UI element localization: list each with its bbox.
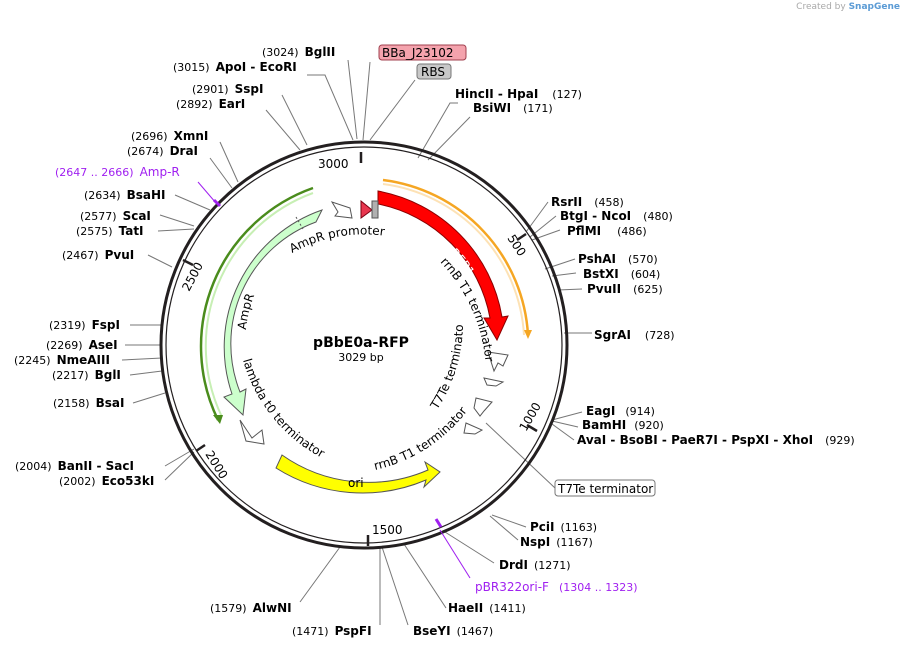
enzyme-nmeaiii[interactable]: (2245)NmeAIII — [14, 353, 110, 367]
enzyme-sgrai[interactable]: SgrAI(728) — [594, 328, 675, 342]
bba-j23102-label: BBa_J23102 — [382, 46, 454, 60]
enzyme-apoi[interactable]: (3015)ApoI - EcoRI — [173, 60, 297, 74]
ori-label: ori — [348, 476, 364, 490]
credit-prefix: Created by — [796, 2, 846, 12]
enzyme-pflmi[interactable]: PflMI(486) — [567, 224, 647, 238]
enzyme-pspfi[interactable]: (1471)PspFI — [292, 624, 372, 638]
enzyme-haeii[interactable]: HaeII(1411) — [448, 601, 526, 615]
t7te-terminator-box[interactable] — [554, 479, 656, 497]
enzyme-avai[interactable]: AvaI - BsoBI - PaeR7I - PspXI - XhoI(929… — [577, 433, 855, 447]
enzyme-bgli[interactable]: (2217)BglI — [52, 368, 121, 382]
ampr-orf-arc — [199, 186, 314, 421]
snapgene-credit: Created by SnapGene — [796, 2, 900, 12]
enzyme-bsahi[interactable]: (2634)BsaHI — [84, 188, 165, 202]
t7te-small-feature[interactable] — [463, 422, 484, 435]
lambda-t0-terminator-feature[interactable] — [239, 419, 265, 445]
bba-j23102-box[interactable] — [378, 44, 467, 61]
enzyme-tati[interactable]: (2575)TatI — [76, 224, 144, 238]
enzyme-eagi[interactable]: EagI(914) — [586, 404, 655, 418]
tick-label-1000: 1000 — [516, 400, 543, 433]
enzyme-fspi[interactable]: (2319)FspI — [49, 318, 120, 332]
mrfp1-orf-arrowhead — [524, 330, 532, 339]
enzyme-sspi[interactable]: (2901)SspI — [192, 82, 263, 96]
enzyme-bglii-3024[interactable]: (3024)BglII — [262, 45, 335, 59]
plasmid-name: pBbE0a-RFP — [313, 335, 409, 351]
tick-label-3000: 3000 — [318, 157, 349, 171]
enzyme-bseyi[interactable]: BseYI(1467) — [413, 624, 493, 638]
rrnb-t1-terminator-2-feature[interactable] — [473, 397, 493, 417]
enzyme-leader-lines — [121, 59, 592, 626]
amp-r-primer-marker[interactable] — [212, 198, 222, 208]
enzyme-btgi[interactable]: BtgI - NcoI(480) — [560, 209, 673, 223]
ampr-orf-arc-shadow — [204, 192, 314, 418]
enzyme-pvuii[interactable]: PvuII(625) — [587, 282, 663, 296]
pbr322ori-f-primer-marker[interactable] — [434, 518, 443, 528]
tick-label-1500: 1500 — [372, 523, 403, 537]
enzyme-bamhi[interactable]: BamHI(920) — [582, 418, 664, 432]
rbs-box[interactable] — [416, 63, 452, 80]
ori-feature[interactable] — [275, 454, 441, 494]
backbone-inner — [165, 146, 563, 544]
enzyme-drai[interactable]: (2674)DraI — [127, 144, 198, 158]
enzyme-banii[interactable]: (2004)BanII - SacI — [15, 459, 134, 473]
mrfp1-feature[interactable] — [377, 190, 509, 342]
enzyme-drdi[interactable]: DrdI(1271) — [499, 558, 571, 572]
bba-j23102-feature[interactable] — [360, 199, 373, 219]
pbr322ori-f-primer-leader — [439, 529, 471, 579]
rrnb-t1-terminator-1-feature[interactable] — [487, 351, 509, 373]
plasmid-length: 3029 bp — [338, 351, 383, 364]
enzyme-nspi[interactable]: NspI(1167) — [520, 535, 593, 549]
enzyme-bsai[interactable]: (2158)BsaI — [53, 396, 124, 410]
mrfp1-orf-arc — [382, 178, 530, 336]
amp-r-primer-leader — [197, 181, 217, 204]
enzyme-pvui[interactable]: (2467)PvuI — [62, 248, 134, 262]
tick-marks — [182, 152, 538, 546]
rbs-feature[interactable] — [371, 200, 379, 219]
t7te-terminator-feature[interactable] — [483, 377, 505, 387]
enzyme-pcii[interactable]: PciI(1163) — [530, 520, 597, 534]
snapgene-logo: SnapGene — [848, 2, 900, 12]
enzyme-bstxi[interactable]: BstXI(604) — [583, 267, 660, 281]
enzyme-bsiwi[interactable]: BsiWI(171) — [473, 101, 553, 115]
enzyme-eari[interactable]: (2892)EarI — [176, 97, 245, 111]
lambda-t0-terminator-label: lambda t0 terminator — [240, 357, 327, 461]
t7te-terminator-box-label: T7Te terminator — [557, 482, 653, 496]
primer-amp-r[interactable]: (2647 .. 2666)Amp-R — [55, 165, 180, 179]
ampr-promoter-feature[interactable] — [330, 201, 353, 219]
enzyme-rsrii[interactable]: RsrII(458) — [551, 195, 624, 209]
enzyme-scai[interactable]: (2577)ScaI — [80, 209, 151, 223]
enzyme-eco53ki[interactable]: (2002)Eco53kI — [59, 474, 154, 488]
rrnb-t1-terminator-2-label: rrnB T1 terminator — [372, 404, 469, 473]
enzyme-xmni[interactable]: (2696)XmnI — [131, 129, 208, 143]
ampr-feature[interactable] — [223, 209, 323, 417]
enzyme-hincii[interactable]: HincII - HpaI(127) — [455, 87, 582, 101]
backbone-outer — [159, 140, 569, 550]
primer-pbr322ori-f[interactable]: pBR322ori-F(1304 .. 1323) — [475, 580, 638, 594]
rbs-box-label: RBS — [421, 65, 445, 79]
enzyme-pshai[interactable]: PshAI(570) — [578, 252, 658, 266]
ampr-orf-arrowhead — [213, 415, 223, 424]
enzyme-alwni[interactable]: (1579)AlwNI — [210, 601, 292, 615]
enzyme-asei[interactable]: (2269)AseI — [46, 338, 118, 352]
mrfp1-orf-arc-shadow — [382, 183, 525, 336]
